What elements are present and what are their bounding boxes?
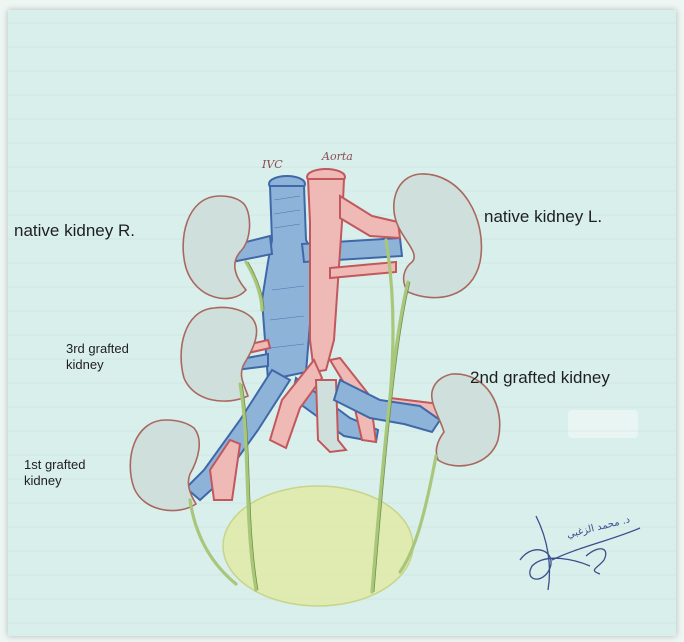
third-grafted-kidney: [181, 307, 257, 401]
ivc-label: IVC: [262, 158, 283, 171]
second-grafted-label: 2nd grafted kidney: [470, 368, 610, 388]
native-kidney-right: [183, 196, 249, 299]
aorta-label: Aorta: [322, 150, 353, 163]
third-grafted-label-line2: kidney: [66, 357, 104, 372]
native-kidney-left-label: native kidney L.: [484, 207, 602, 227]
first-grafted-label-line2: kidney: [24, 473, 62, 488]
native-kidney-right-label: native kidney R.: [14, 221, 135, 241]
third-grafted-label-line1: 3rd grafted: [66, 341, 129, 356]
first-grafted-kidney: [130, 420, 199, 511]
first-grafted-label-line1: 1st grafted: [24, 457, 85, 472]
